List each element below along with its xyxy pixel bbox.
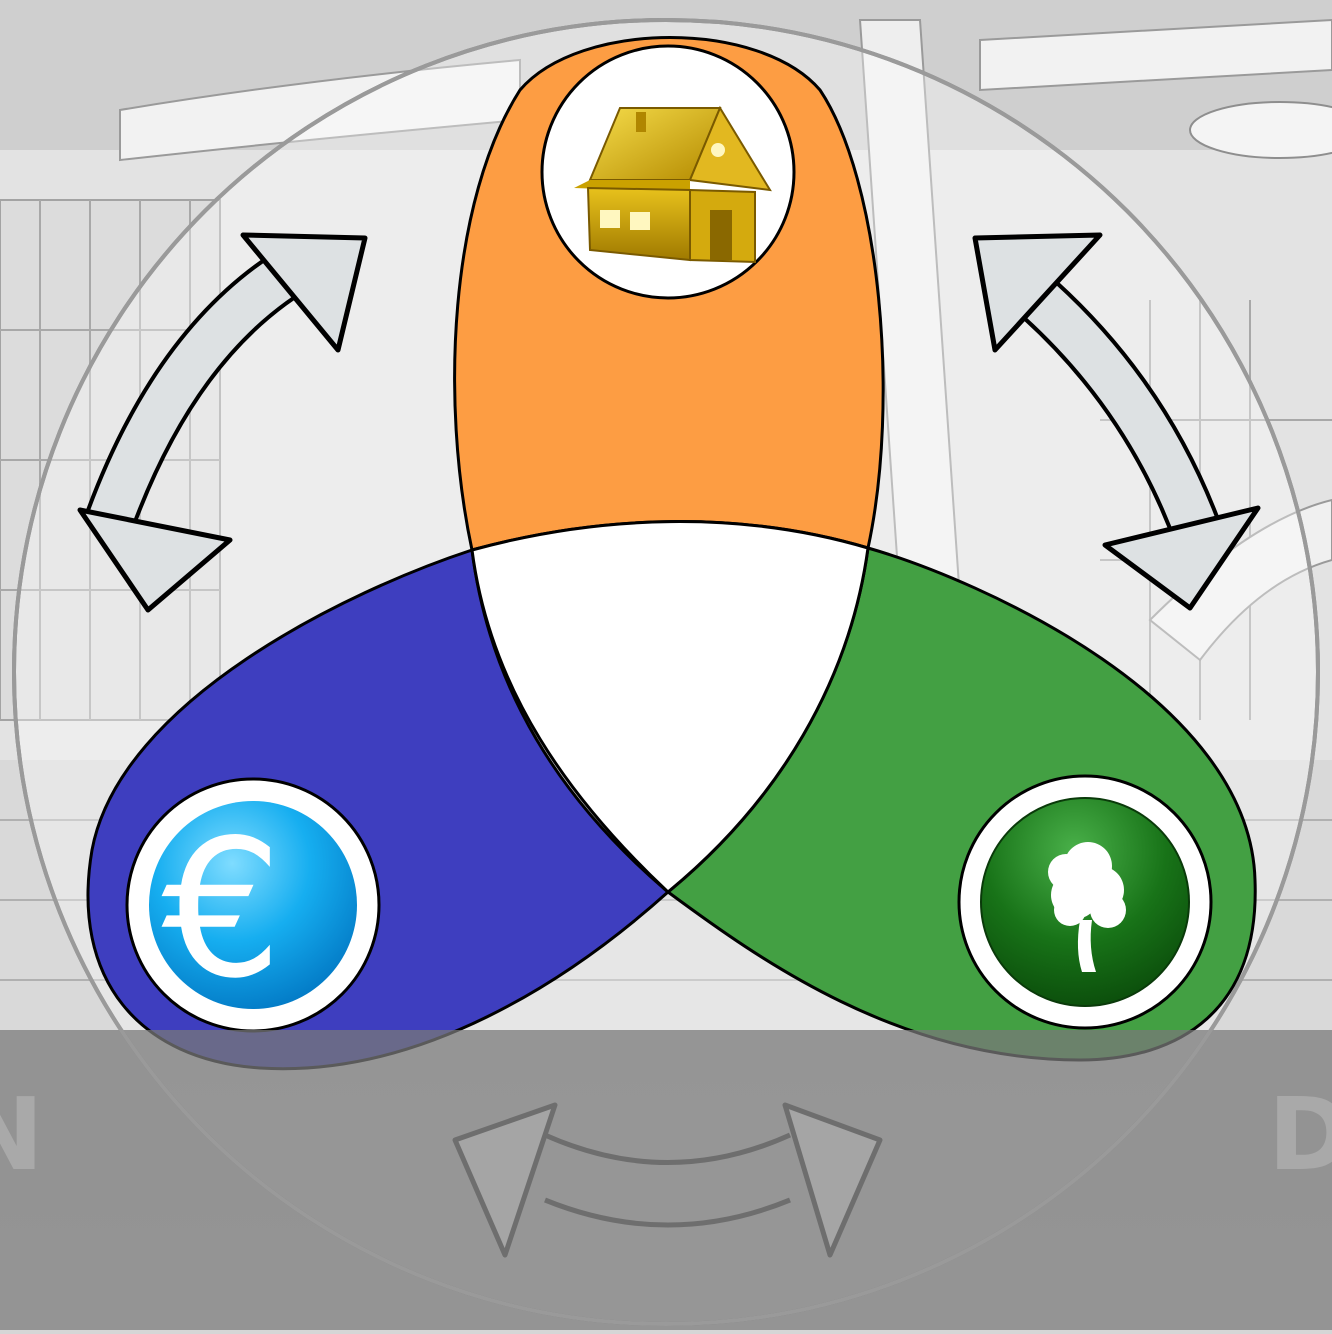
edge-text-right: D [1268, 1076, 1332, 1193]
center-intersection [470, 520, 870, 894]
arrow-left [77, 232, 368, 613]
arrow-bottom [452, 1102, 883, 1258]
footer-band [0, 1030, 1332, 1330]
edge-text-left: N [0, 1076, 44, 1193]
tree-icon [957, 774, 1213, 1030]
euro-symbol: € [162, 799, 283, 1020]
house-icon [540, 44, 796, 300]
arrow-right [972, 232, 1261, 611]
euro-icon: € [125, 777, 381, 1033]
